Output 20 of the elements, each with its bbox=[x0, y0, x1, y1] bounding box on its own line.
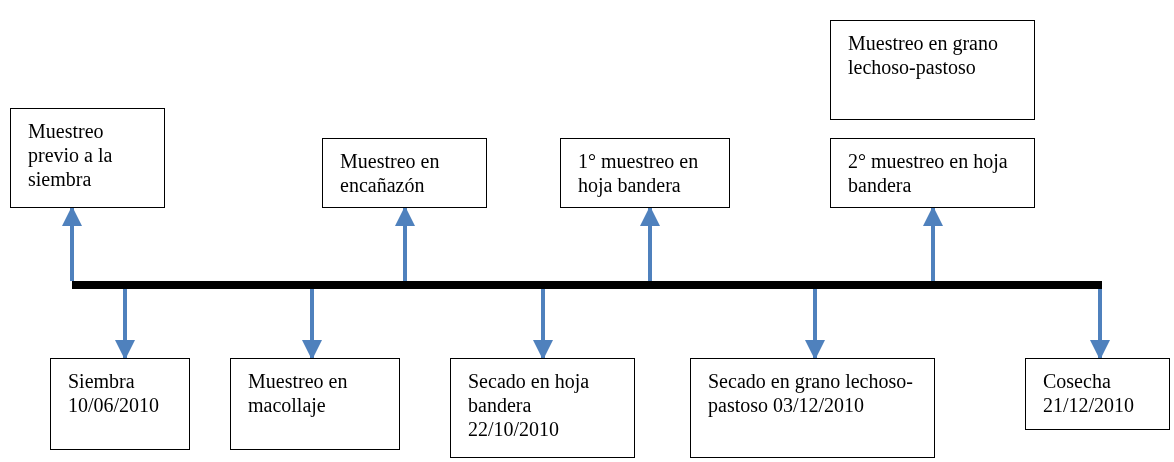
text-box: 2° muestreo en hoja bandera bbox=[830, 138, 1035, 208]
arrow bbox=[302, 289, 322, 360]
text-box: Cosecha 21/12/2010 bbox=[1025, 358, 1170, 430]
text-box: 1° muestreo en hoja bandera bbox=[560, 138, 730, 208]
text-box: Muestreo en macollaje bbox=[230, 358, 400, 450]
text-box: Secado en grano lechoso-pastoso 03/12/2010 bbox=[690, 358, 935, 458]
text-box: Muestreo en encañazón bbox=[322, 138, 487, 208]
text-box: Secado en hoja bandera 22/10/2010 bbox=[450, 358, 635, 458]
text-box: Siembra 10/06/2010 bbox=[50, 358, 190, 450]
timeline-bar bbox=[72, 281, 1102, 289]
text-box: Muestreo en grano lechoso-pastoso bbox=[830, 20, 1035, 120]
text-box: Muestreo previo a la siembra bbox=[10, 108, 165, 208]
arrow bbox=[62, 206, 82, 281]
arrow bbox=[395, 206, 415, 281]
arrow bbox=[923, 206, 943, 281]
arrow bbox=[805, 289, 825, 360]
arrow bbox=[1090, 289, 1110, 360]
arrow bbox=[115, 289, 135, 360]
arrow bbox=[533, 289, 553, 360]
arrow bbox=[640, 206, 660, 281]
